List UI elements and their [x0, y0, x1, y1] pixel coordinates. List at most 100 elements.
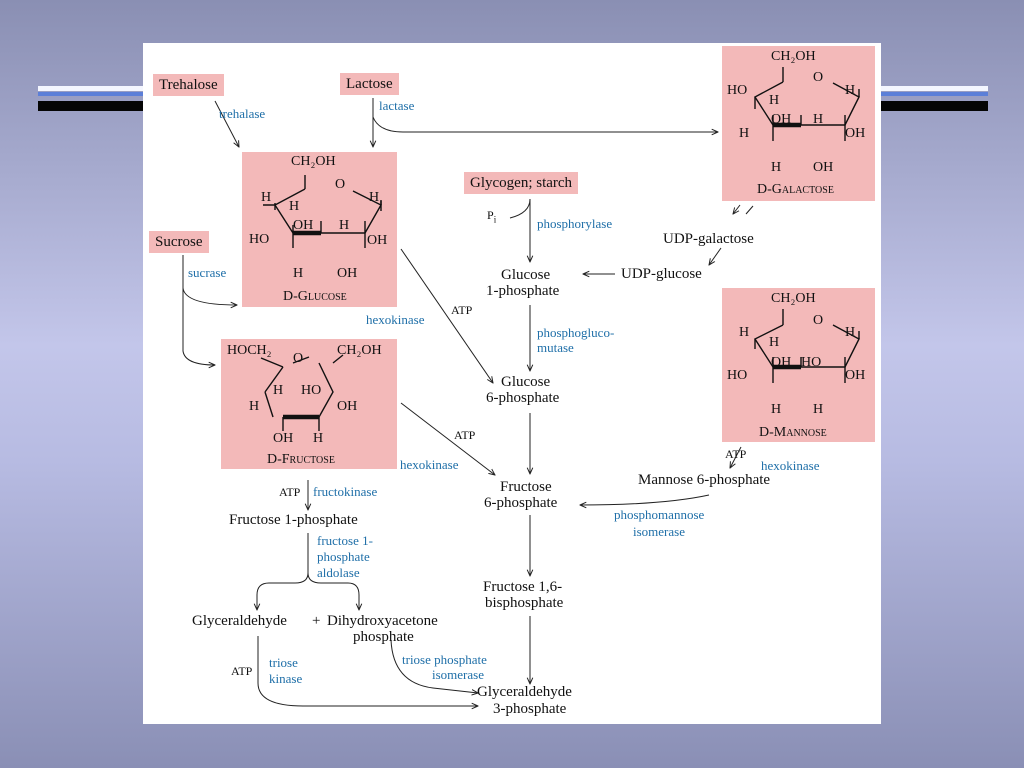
mannose-h-1: H	[739, 325, 750, 340]
glucose-1-phosphate-2: 1-phosphate	[486, 283, 560, 299]
glucose-6-phosphate-1: Glucose	[501, 374, 551, 390]
mannose-ring-o: O	[813, 313, 824, 328]
glucose-1-phosphate-1: Glucose	[501, 267, 551, 283]
enzyme-phosphoglucomutase-2: mutase	[537, 340, 574, 355]
enzyme-triose-kinase-1: triose	[269, 655, 298, 670]
sucrose-box: Sucrose	[149, 231, 209, 253]
fructose-label: D-Fructose	[267, 452, 335, 467]
diagram-panel: Trehalose Lactose Sucrose Glycogen; star…	[143, 43, 881, 724]
galactose-ch2oh: CH₂OH	[771, 49, 816, 64]
arrow-triose-kinase	[257, 636, 478, 706]
galactose-label: D-Galactose	[757, 182, 834, 197]
mannose-oh-1: OH	[771, 355, 792, 370]
glucose-label: D-Glucose	[283, 289, 347, 304]
glucose-structure-box	[242, 152, 397, 307]
fructose-1-6-bisphosphate-1: Fructose 1,6-	[483, 579, 563, 595]
enzyme-tpi-1: triose phosphate	[402, 652, 487, 667]
cofactor-atp-mannose: ATP	[725, 447, 747, 461]
enzyme-f1p-aldolase-2: phosphate	[317, 549, 370, 564]
arrow-galactose-udpgal	[733, 204, 741, 214]
fructose-structure-box	[221, 339, 397, 469]
cofactor-pi: Pi	[487, 208, 497, 225]
arrow-tpi	[390, 639, 478, 693]
enzyme-hexokinase-fructose: hexokinase	[400, 457, 459, 472]
galactose-h-3: H	[739, 126, 750, 141]
enzyme-phosphoglucomutase-1: phosphogluco-	[537, 325, 615, 340]
dihydroxyacetone-phosphate-1: Dihydroxyacetone	[327, 613, 438, 629]
enzyme-f1p-aldolase-3: aldolase	[317, 565, 360, 580]
arrow-trehalose-glucose	[214, 100, 239, 147]
mannose-h-5: H	[813, 402, 824, 417]
enzyme-tpi-2: isomerase	[432, 667, 484, 682]
enzyme-hexokinase-glucose: hexokinase	[366, 312, 425, 327]
glucose-6-phosphate-2: 6-phosphate	[486, 390, 560, 406]
enzyme-phosphomannose-2: isomerase	[633, 524, 685, 539]
arrow-galactose-udpgal-2	[745, 205, 754, 215]
galactose-ring-o: O	[813, 70, 824, 85]
galactose-oh-3: OH	[813, 160, 834, 175]
fructose-ho: HO	[301, 383, 322, 398]
enzyme-hexokinase-mannose: hexokinase	[761, 458, 820, 473]
glucose-h-3: H	[289, 199, 300, 214]
glucose-h-1: H	[261, 190, 272, 205]
arrow-mannose-m6p	[730, 446, 742, 468]
glyceraldehyde-3-phosphate-1: Glyceraldehyde	[477, 684, 572, 700]
galactose-h-2: H	[845, 83, 856, 98]
glyceraldehyde-3-phosphate-2: 3-phosphate	[493, 701, 567, 717]
cofactor-atp-fructokinase: ATP	[279, 485, 301, 499]
cofactor-atp-glucose: ATP	[451, 303, 473, 317]
galactose-oh-1: OH	[771, 112, 792, 127]
galactose-h-1: H	[769, 93, 780, 108]
mannose-oh-2: OH	[845, 368, 866, 383]
arrows-and-bonds	[182, 67, 860, 724]
dihydroxyacetone-phosphate-2: phosphate	[353, 629, 414, 645]
fructose-hoch2: HOCH₂	[227, 343, 272, 358]
fructose-ring-o: O	[293, 351, 304, 366]
glucose-h-2: H	[369, 190, 380, 205]
enzyme-triose-kinase-2: kinase	[269, 671, 303, 686]
fructose-1-6-bisphosphate-2: bisphosphate	[485, 595, 564, 611]
arrow-sucrose-fructose	[182, 283, 215, 365]
mannose-h-2: H	[769, 335, 780, 350]
fructose-ch2oh: CH₂OH	[337, 343, 382, 358]
glucose-ch2oh: CH₂OH	[291, 154, 336, 169]
galactose-h-5: H	[771, 160, 782, 175]
galactose-ring	[754, 67, 860, 141]
mannose-ring	[753, 309, 860, 383]
cofactor-atp-fructose: ATP	[454, 428, 476, 442]
udp-glucose: UDP-glucose	[621, 266, 702, 282]
enzyme-lactase: lactase	[379, 98, 415, 113]
cofactor-atp-triose: ATP	[231, 664, 253, 678]
fructose-oh-2: OH	[273, 431, 294, 446]
mannose-h-4: H	[771, 402, 782, 417]
fructose-1-phosphate: Fructose 1-phosphate	[229, 512, 358, 528]
galactose-oh-2: OH	[845, 126, 866, 141]
arrow-lactose-galactose	[372, 116, 718, 132]
arrow-f1p-dhap	[307, 572, 359, 610]
glyceraldehyde: Glyceraldehyde	[192, 613, 287, 629]
glucose-oh-1: OH	[293, 218, 314, 233]
arrow-glycogen-g1p	[509, 198, 531, 219]
galactose-ho: HO	[727, 83, 748, 98]
enzyme-fructokinase: fructokinase	[313, 484, 378, 499]
arrow-udpgal-udpglc	[709, 247, 722, 265]
arrow-f1p-split	[257, 533, 309, 610]
enzyme-phosphorylase: phosphorylase	[537, 216, 613, 231]
glycogen-starch-box: Glycogen; starch	[464, 172, 579, 194]
fructose-ring	[260, 354, 344, 431]
plus-sign: +	[312, 613, 321, 629]
mannose-ho-1: HO	[727, 368, 748, 383]
mannose-h-3: H	[845, 325, 856, 340]
arrow-m6p-f6p	[580, 494, 710, 505]
arrow-glucose-g6p	[400, 248, 493, 383]
glucose-ho: HO	[249, 232, 270, 247]
enzyme-trehalase: trehalase	[219, 106, 266, 121]
galactose-h-4: H	[813, 112, 824, 127]
glucose-oh-2: OH	[367, 233, 388, 248]
enzyme-sucrase: sucrase	[188, 265, 227, 280]
enzyme-phosphomannose-1: phosphomannose	[614, 507, 705, 522]
arrow-fructose-f6p	[400, 402, 495, 475]
mannose-ho-2: HO	[801, 355, 822, 370]
lactose-box: Lactose	[340, 73, 399, 95]
trehalose-box: Trehalose	[153, 74, 224, 96]
